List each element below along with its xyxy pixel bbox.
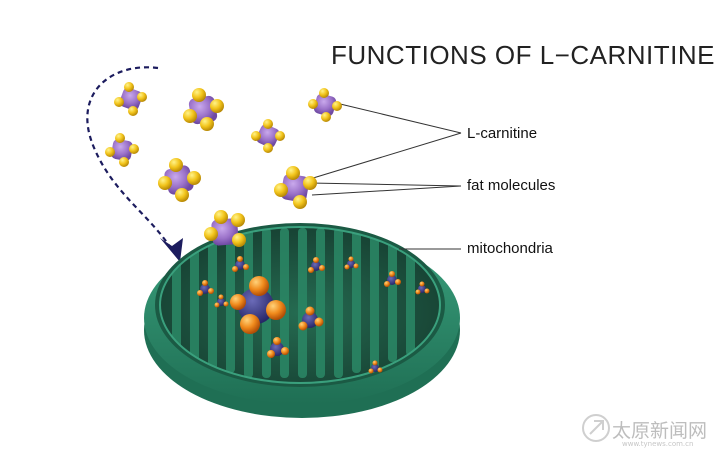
inner-molecule: [368, 360, 383, 374]
leader-line-carnitine: [299, 132, 462, 183]
inner-molecules: [197, 256, 430, 374]
logo-icon: [582, 414, 610, 442]
inner-molecule: [267, 337, 289, 358]
inner-molecule: [197, 280, 214, 296]
carnitine-molecule: [183, 88, 224, 131]
inner-molecule: [415, 281, 430, 295]
carnitine-molecule: [251, 119, 285, 153]
flow-arrow: [86, 66, 173, 251]
inner-molecule: [298, 306, 324, 331]
label-fat-molecules: fat molecules: [467, 177, 556, 194]
inner-molecule: [308, 257, 325, 273]
inner-molecule: [214, 294, 229, 308]
label-mitochondria: mitochondria: [467, 240, 553, 257]
mitochondrion: [144, 223, 460, 418]
carnitine-molecules: [105, 82, 342, 247]
watermark-text: 太原新闻网: [612, 420, 708, 442]
page-title: FUNCTIONS OF L−CARNITINE: [331, 40, 715, 70]
carnitine-molecule: [204, 210, 246, 247]
flow-arrow-head: [160, 238, 183, 262]
leader-line-fat: [309, 182, 462, 187]
inner-molecule: [232, 256, 249, 272]
inner-molecule: [344, 256, 359, 270]
carnitine-molecule: [158, 158, 201, 202]
carnitine-molecule: [308, 88, 342, 122]
label-l-carnitine: L-carnitine: [467, 125, 538, 142]
carnitine-molecule: [105, 133, 139, 167]
inner-molecule: [384, 271, 401, 287]
leader-line-fat: [311, 185, 462, 196]
carnitine-molecule: [274, 166, 317, 209]
leader-lines: [299, 102, 462, 250]
carnitine-molecule: [114, 82, 147, 116]
watermark-url: www.tynews.com.cn: [622, 440, 694, 448]
inner-molecule-large: [230, 276, 286, 334]
leader-line-carnitine: [335, 102, 462, 134]
